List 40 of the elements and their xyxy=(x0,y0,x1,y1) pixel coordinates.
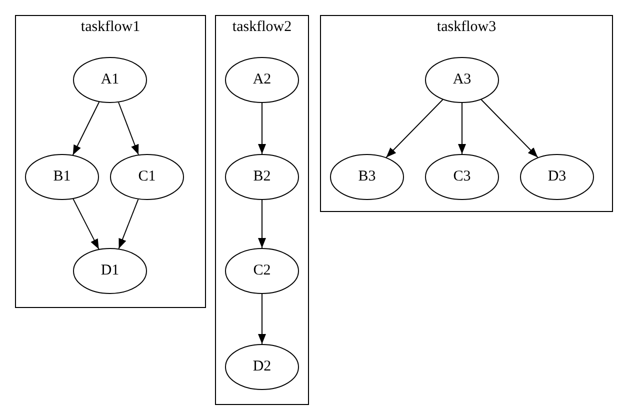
cluster-title: taskflow2 xyxy=(232,19,292,36)
cluster-box xyxy=(320,15,613,212)
node-label: D2 xyxy=(252,360,272,374)
arrow xyxy=(72,101,100,156)
arrow xyxy=(258,102,266,154)
arrow xyxy=(458,102,466,154)
node-label: A1 xyxy=(100,72,120,88)
ellipse-node xyxy=(73,248,147,294)
ellipse-node xyxy=(330,154,404,200)
ellipse-node xyxy=(225,154,299,200)
ellipse-node xyxy=(225,57,299,103)
arrow xyxy=(258,200,266,248)
node-label: D3 xyxy=(548,170,566,184)
node-label: C2 xyxy=(253,264,271,278)
node-label: B1 xyxy=(53,170,71,184)
arrow xyxy=(258,294,266,344)
node-label: D1 xyxy=(100,264,120,278)
node-label: B3 xyxy=(358,170,376,184)
node-label: C3 xyxy=(453,170,471,184)
ellipse-node xyxy=(425,57,499,103)
ellipse-node xyxy=(225,248,299,294)
cluster-box xyxy=(15,15,206,308)
ellipse-node xyxy=(110,154,184,200)
node-label: C1 xyxy=(138,170,156,184)
ellipse-node xyxy=(520,154,594,200)
node-label: A2 xyxy=(252,72,272,88)
arrow xyxy=(118,198,139,250)
node-label: A3 xyxy=(452,72,472,88)
ellipse-node xyxy=(225,344,299,390)
arrow xyxy=(72,198,100,250)
node-label: B2 xyxy=(253,170,271,184)
ellipse-node xyxy=(25,154,99,200)
ellipse-node xyxy=(425,154,499,200)
arrow xyxy=(386,99,444,158)
cluster-title: taskflow3 xyxy=(436,19,496,36)
cluster-box xyxy=(215,15,309,405)
arrow xyxy=(480,99,538,158)
cluster-title: taskflow1 xyxy=(80,19,140,36)
ellipse-node xyxy=(73,57,147,103)
arrow xyxy=(118,102,139,156)
